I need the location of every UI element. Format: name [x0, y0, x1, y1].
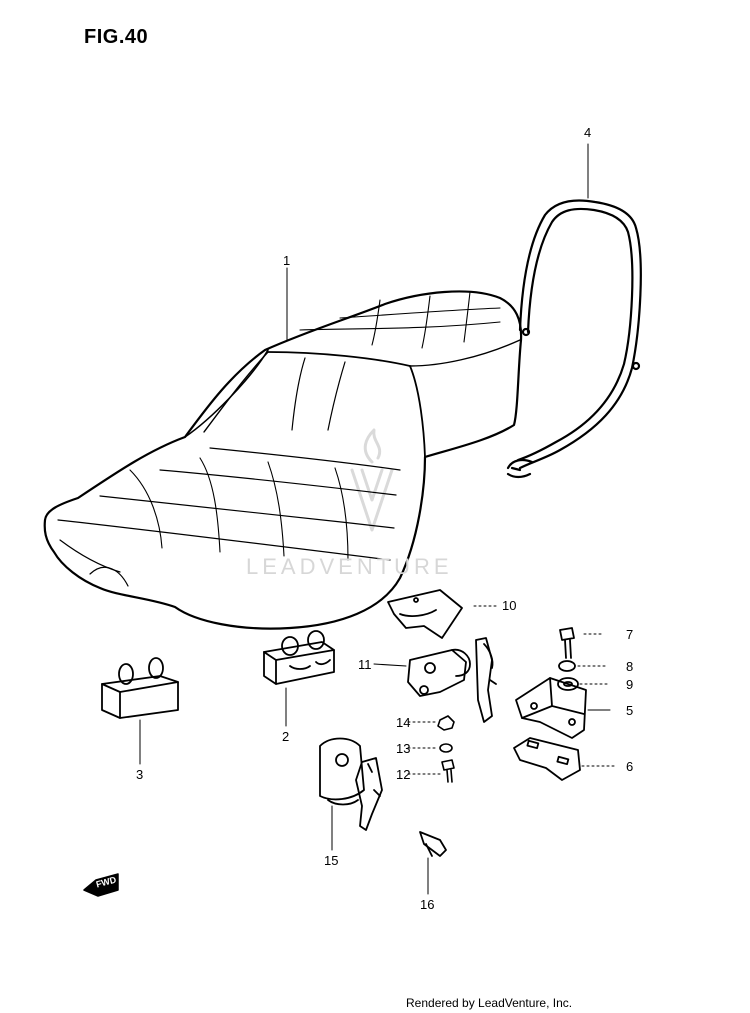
bracket-part-5	[515, 677, 587, 739]
washer-part-9	[557, 677, 579, 691]
callout-15: 15	[324, 853, 339, 868]
seat-part-1	[43, 290, 523, 630]
washer-part-8	[558, 660, 576, 672]
bolt-part-7	[559, 627, 575, 659]
lock-set-part-15	[319, 737, 383, 831]
callout-2: 2	[282, 729, 290, 744]
seat-lock-part-11	[407, 637, 497, 723]
forward-arrow-icon	[83, 873, 119, 897]
callout-6: 6	[626, 759, 634, 774]
callout-5: 5	[626, 703, 634, 718]
cushion-part-2	[263, 630, 335, 685]
footer-credit: Rendered by LeadVenture, Inc.	[406, 996, 573, 1010]
callout-14: 14	[396, 715, 411, 730]
figure-title: FIG.40	[84, 26, 149, 48]
cushion-part-3	[101, 657, 179, 719]
leader-lines	[139, 143, 617, 895]
nut-part-14	[437, 715, 455, 731]
grab-rail-part-4	[506, 199, 642, 479]
callout-3: 3	[136, 767, 144, 782]
callout-13: 13	[396, 741, 411, 756]
callout-11: 11	[358, 657, 372, 672]
callout-4: 4	[584, 125, 592, 140]
callout-10: 10	[502, 598, 517, 613]
callout-9: 9	[626, 677, 634, 692]
callout-12: 12	[396, 767, 411, 782]
screw-part-12	[441, 759, 455, 783]
washer-part-13	[439, 743, 453, 753]
watermark-text: LEADVENTURE	[246, 554, 453, 579]
plate-part-10	[387, 589, 463, 639]
callout-8: 8	[626, 659, 634, 674]
plate-part-6	[513, 737, 581, 781]
callout-7: 7	[626, 627, 634, 642]
callout-16: 16	[420, 897, 435, 912]
callout-1: 1	[283, 253, 291, 268]
bolt-part-16	[419, 831, 447, 857]
watermark-emblem-icon	[350, 428, 394, 532]
